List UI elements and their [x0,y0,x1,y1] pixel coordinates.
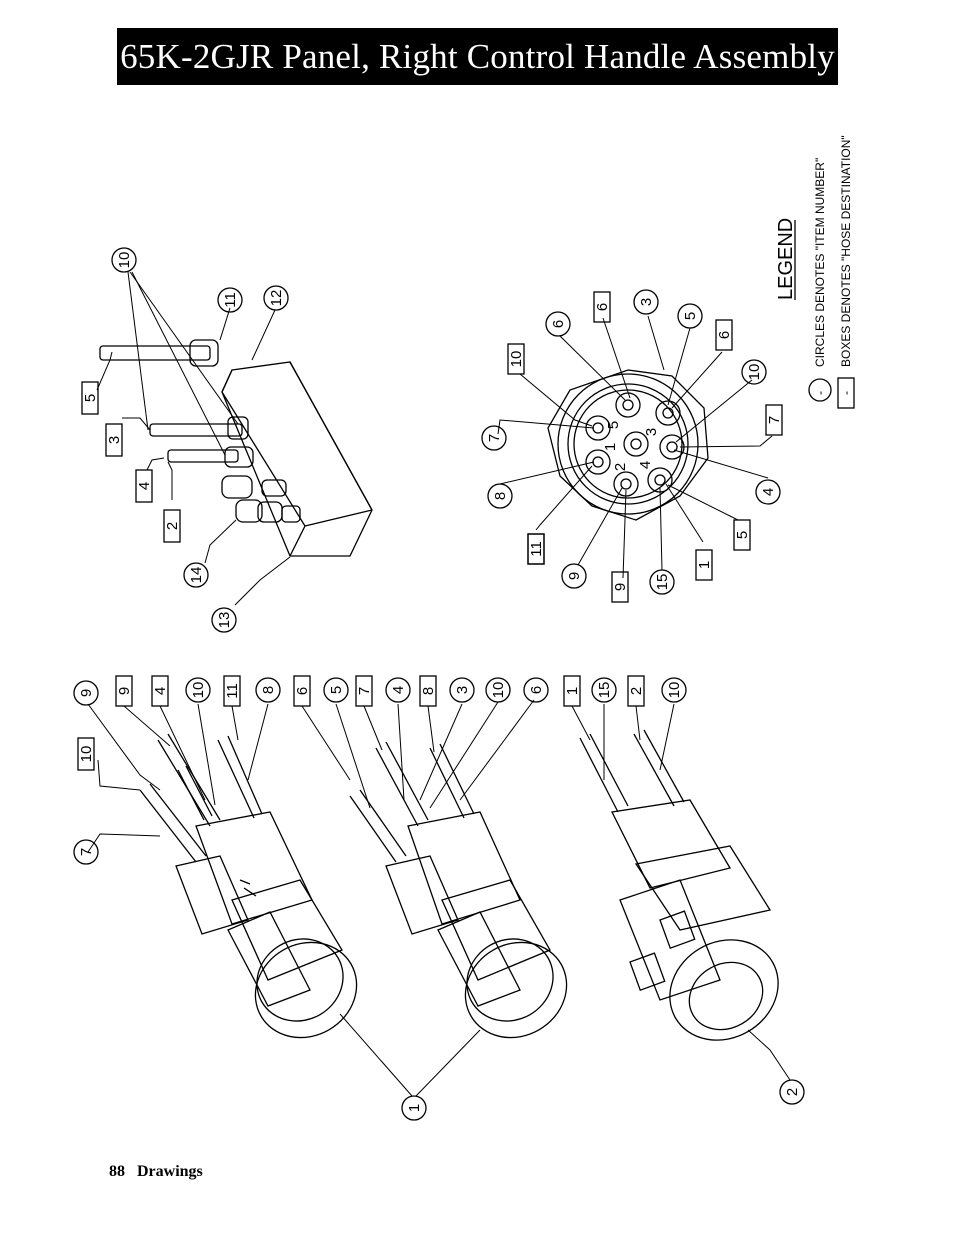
callout-hose-9: 9 [612,583,629,591]
manifold-leaders [96,271,291,606]
callout-hose-3: 3 [106,436,123,444]
port-mark-4: 4 [637,461,654,469]
callout-item-15: 15 [654,574,671,591]
port-mark-3: 3 [643,428,660,436]
page-title: 65K-2GJR Panel, Right Control Handle Ass… [117,28,838,85]
legend-box-row: - BOXES DENOTES "HOSE DESTINATION" [837,135,855,409]
page-number: 88 [109,1163,125,1180]
callout-hose-10: 10 [78,746,95,763]
callout-item-10: 10 [190,682,207,699]
valve-2 [349,741,568,1039]
callout-item-7: 7 [78,848,95,856]
legend-circles-text: CIRCLES DENOTES "ITEM NUMBER" [813,158,827,367]
valve-callout-marks [73,675,805,1121]
valve-1 [139,733,358,1039]
legend-heading: LEGEND [775,218,797,300]
port-mark-1: 1 [602,443,619,451]
callout-hose-5: 5 [734,531,751,539]
callout-item-15: 15 [596,682,613,699]
legend: LEGEND [775,218,797,300]
callout-hose-5: 5 [82,394,99,402]
callout-hose-7: 7 [766,416,783,424]
legend-circle-dash: - [813,391,827,395]
valve-leaders [87,699,791,1097]
fitting-end-view: 5 3 1 4 2 [547,369,709,521]
callout-item-6: 6 [550,320,567,328]
callout-item-3: 3 [454,686,471,694]
callout-item-2: 2 [784,1088,801,1096]
callout-hose-6: 6 [594,303,611,311]
callout-item-12: 12 [268,290,285,307]
callout-item-4: 4 [390,686,407,694]
callout-item-9: 9 [566,572,583,580]
callout-item-10: 10 [116,252,133,269]
valve-3 [579,729,779,1041]
callout-item-7: 7 [486,434,503,442]
callout-hose-6: 6 [294,687,311,695]
callout-item-10: 10 [746,364,763,381]
callout-item-8: 8 [492,492,509,500]
callout-item-13: 13 [216,612,233,629]
callout-item-3: 3 [638,298,655,306]
callout-item-1: 1 [406,1104,423,1112]
callout-item-11: 11 [222,292,239,308]
callout-item-6: 6 [528,686,545,694]
callout-item-11: 11 [528,541,545,557]
port-mark-2: 2 [612,463,629,471]
callout-item-5: 5 [682,312,699,320]
callout-hose-9: 9 [116,687,133,695]
callout-hose-6: 6 [716,331,733,339]
callout-hose-2: 2 [628,687,645,695]
callout-item-8: 8 [260,686,277,694]
callout-hose-2: 2 [164,522,181,530]
callout-item-5: 5 [328,686,345,694]
callout-hose-4: 4 [136,482,153,490]
callout-hose-4: 4 [152,687,169,695]
fitting-callout-marks [481,289,783,603]
legend-boxes-text: BOXES DENOTES "HOSE DESTINATION" [839,135,853,367]
page-footer: 88 Drawings [109,1163,203,1181]
callout-hose-1: 1 [564,687,581,695]
manifold-block [99,339,373,557]
callout-box-11 [527,533,545,565]
callout-item-9: 9 [78,689,95,697]
section-name: Drawings [137,1163,203,1180]
callout-hose-1: 1 [696,561,713,569]
fitting-leaders [497,315,773,579]
callout-item-10: 10 [666,682,683,699]
legend-circle-row: - CIRCLES DENOTES "ITEM NUMBER" [808,158,832,402]
port-mark-5: 5 [605,421,622,429]
callout-item-10: 10 [490,682,507,699]
callout-item-4: 4 [760,488,777,496]
callout-hose-11: 11 [224,683,241,699]
callout-hose-8: 8 [420,687,437,695]
callout-hose-7: 7 [356,687,373,695]
legend-box-dash: - [839,391,853,395]
callout-item-14: 14 [188,567,205,584]
callout-hose-10: 10 [508,351,525,368]
manifold-callout-marks [81,247,289,633]
